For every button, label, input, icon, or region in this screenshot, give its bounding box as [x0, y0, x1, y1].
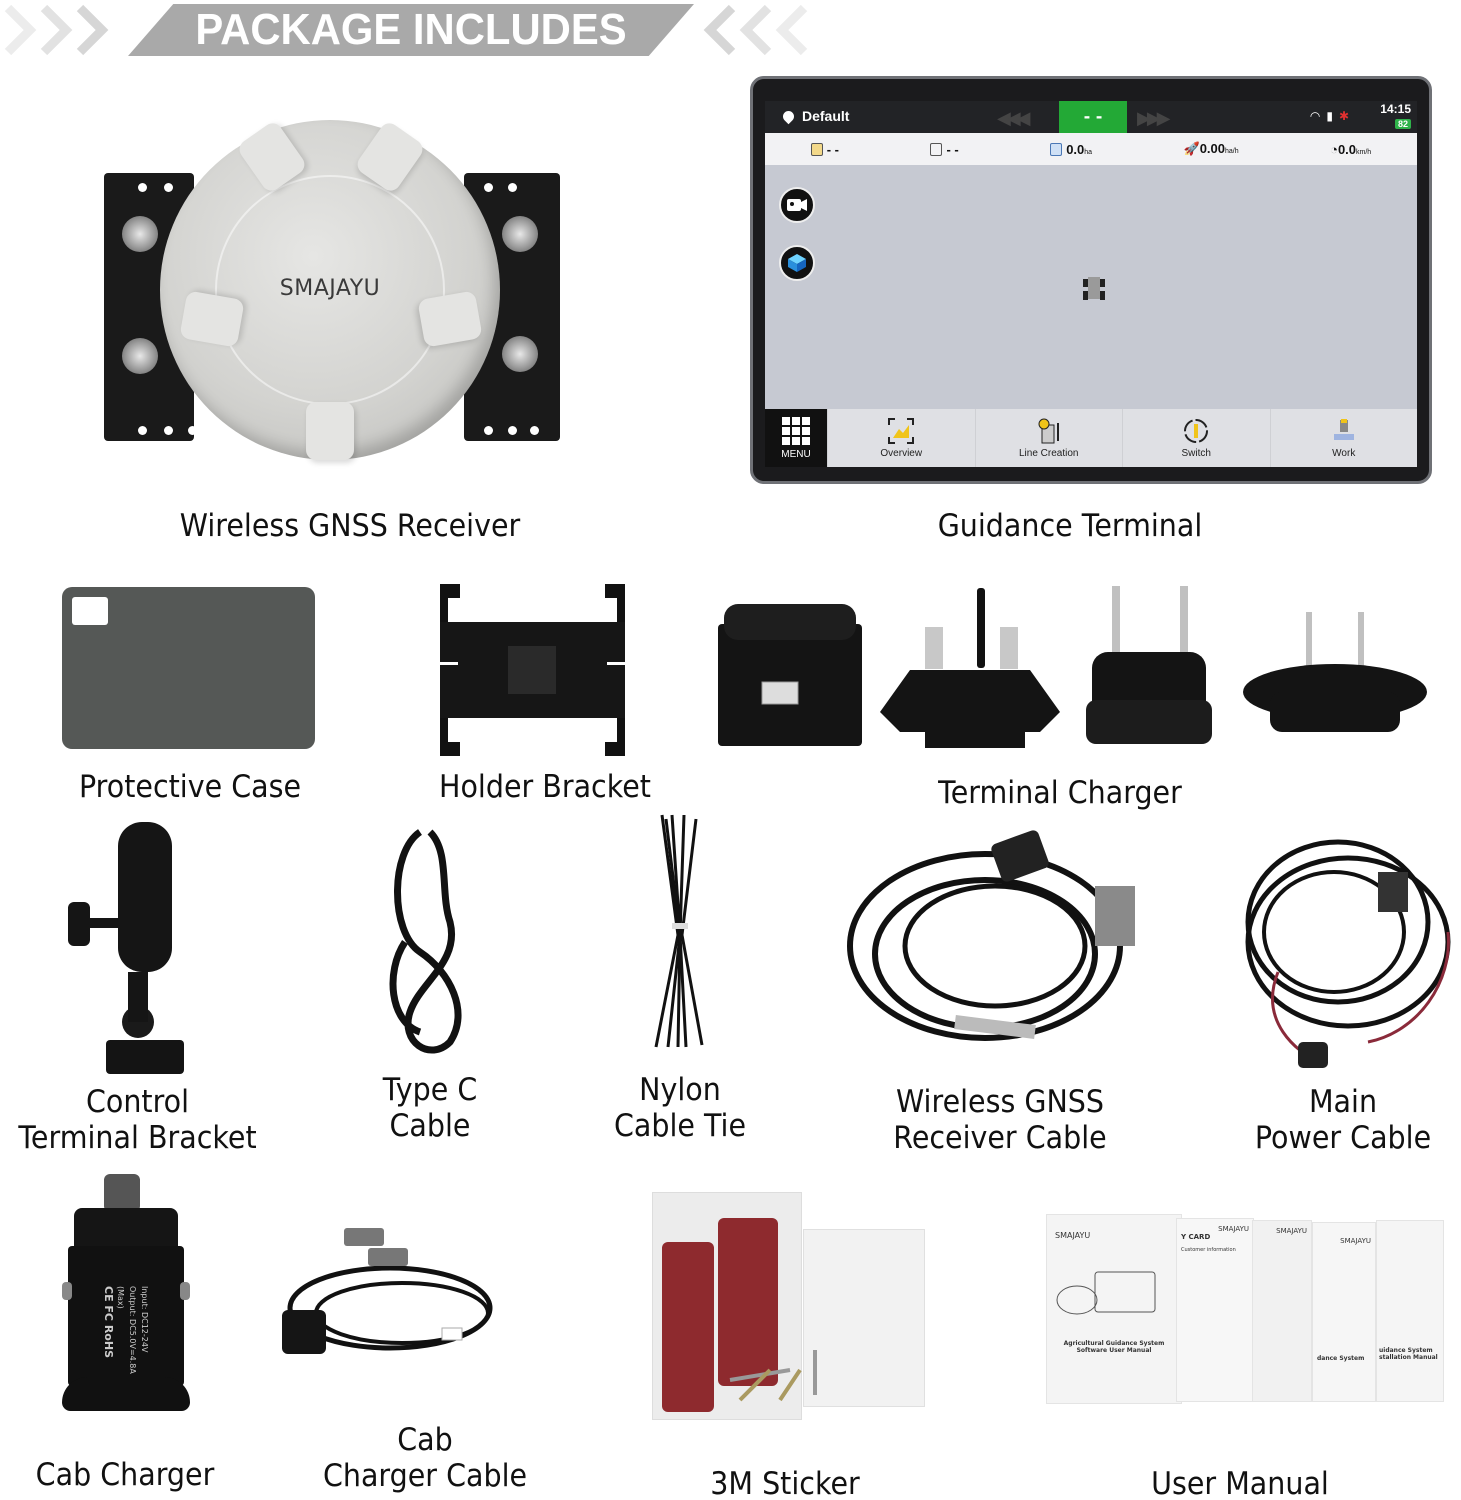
terminal-screen: Default ◀◀◀ - - ▶▶▶ ◠▮✱ 14:15 82 - - - -…	[765, 101, 1417, 467]
menu-grid-icon	[782, 416, 810, 445]
terminal-status-bar: Default ◀◀◀ - - ▶▶▶ ◠▮✱ 14:15 82	[765, 101, 1417, 133]
cab-charger-cable-image	[282, 1228, 493, 1354]
label-main-power-cable: Main Power Cable	[1254, 1084, 1432, 1156]
overview-icon	[888, 418, 915, 444]
clock-battery: 14:15 82	[1380, 102, 1411, 130]
manual-page-2: SMAJAYU Y CARD Customer information	[1176, 1218, 1254, 1402]
manual-page-4: SMAJAYU dance System	[1312, 1222, 1376, 1402]
switch-icon	[1184, 419, 1209, 443]
work-button[interactable]: Work	[1269, 409, 1418, 467]
wifi-icon: ◠	[1309, 109, 1327, 123]
menu-button[interactable]: MENU	[765, 409, 827, 467]
chevron-right-icon	[0, 4, 40, 56]
chevron-right-icon	[72, 4, 112, 56]
location-label: Default	[802, 108, 850, 124]
label-holder-bracket: Holder Bracket	[439, 769, 651, 805]
terminal-info-bar: - - - - 0.0ha 🚀0.00ha/h ◔0.0km/h	[765, 133, 1417, 165]
protective-case-image	[62, 587, 315, 749]
label-gnss-receiver-cable: Wireless GNSS Receiver Cable	[893, 1084, 1107, 1156]
overview-button[interactable]: Overview	[827, 409, 975, 467]
label-3m-sticker: 3M Sticker	[710, 1466, 860, 1500]
camera-icon	[787, 199, 807, 211]
terminal-charger-image	[718, 586, 1427, 748]
info-rate: 🚀0.00ha/h	[1183, 141, 1239, 156]
work-icon	[1333, 419, 1354, 440]
battery-level: 82	[1394, 119, 1411, 129]
holder-bracket-image	[438, 584, 627, 756]
label-protective-case: Protective Case	[78, 769, 302, 805]
manual-page-5: uidance System stallation Manual	[1376, 1220, 1444, 1402]
switch-label: Switch	[1181, 448, 1211, 459]
tractor-icon	[1083, 277, 1105, 300]
user-manual-image: SMAJAYU Agricultural Guidance System Sof…	[1046, 1214, 1444, 1404]
cab-charger-print: Input: DC12-24V Output: DC5.0V=4.8A (Max…	[102, 1286, 149, 1374]
line-creation-icon	[1038, 418, 1059, 444]
cab-charger-image: Input: DC12-24V Output: DC5.0V=4.8A (Max…	[62, 1172, 190, 1412]
chevron-left-icon	[772, 4, 812, 56]
label-wireless-gnss-receiver: Wireless GNSS Receiver	[179, 508, 521, 544]
guidance-terminal-image: Default ◀◀◀ - - ▶▶▶ ◠▮✱ 14:15 82 - - - -…	[750, 76, 1432, 484]
label-control-terminal-bracket: Control Terminal Bracket	[18, 1084, 257, 1156]
main-power-cable-image	[1245, 839, 1451, 1068]
label-cab-charger: Cab Charger	[35, 1457, 215, 1493]
3d-view-button[interactable]	[779, 245, 815, 281]
area-check-icon	[1050, 142, 1063, 156]
label-terminal-charger: Terminal Charger	[938, 775, 1182, 811]
line-creation-button[interactable]: Line Creation	[974, 409, 1123, 467]
menu-label: MENU	[781, 448, 811, 460]
speedometer-icon: ◔	[1330, 141, 1338, 157]
terminal-bottom-bar: MENU Overview Line Creation	[765, 409, 1417, 467]
cube-icon	[788, 254, 806, 272]
location-pin-icon	[780, 108, 797, 125]
gnss-receiver-image: SMAJAYU	[100, 108, 562, 460]
label-guidance-terminal: Guidance Terminal	[937, 508, 1203, 544]
location-indicator[interactable]: Default	[780, 108, 850, 125]
label-cab-charger-cable: Cab Charger Cable	[322, 1422, 528, 1494]
label-user-manual: User Manual	[1151, 1466, 1329, 1500]
steer-left-arrows-icon: ◀◀◀	[997, 108, 1030, 129]
receiver-dome: SMAJAYU	[160, 119, 500, 460]
line-creation-label: Line Creation	[1019, 448, 1079, 459]
chevron-right-icon	[36, 4, 76, 56]
3m-sticker-pad-2	[718, 1218, 778, 1386]
banner-background	[128, 4, 694, 56]
rocket-icon: 🚀	[1183, 141, 1200, 156]
type-c-cable-image	[389, 829, 462, 1054]
manual-page-1: SMAJAYU Agricultural Guidance System Sof…	[1046, 1214, 1182, 1404]
info-area: 0.0ha	[1050, 142, 1092, 157]
label-type-c-cable: Type C Cable	[382, 1072, 478, 1144]
work-label: Work	[1332, 448, 1356, 459]
steer-right-arrows-icon: ▶▶▶	[1137, 108, 1170, 129]
bluetooth-icon: ✱	[1338, 109, 1355, 123]
guidance-status: - -	[1059, 101, 1127, 133]
label-nylon-cable-tie: Nylon Cable Tie	[613, 1072, 747, 1144]
nylon-cable-tie-image	[654, 814, 704, 1048]
camera-cutout	[72, 597, 108, 625]
grid-icon	[930, 142, 943, 156]
chevron-left-icon	[736, 4, 776, 56]
field-icon	[810, 142, 823, 156]
info-speed: ◔0.0km/h	[1330, 141, 1372, 157]
chevron-left-icon	[700, 4, 740, 56]
switch-button[interactable]: Switch	[1122, 409, 1270, 467]
overview-label: Overview	[880, 448, 923, 459]
manual-page-3: SMAJAYU	[1252, 1220, 1312, 1402]
info-grid: - -	[930, 142, 959, 157]
clock-time: 14:15	[1380, 102, 1411, 116]
satellite-signal-icon: ▮	[1326, 109, 1339, 123]
signal-icons: ◠▮✱	[1310, 109, 1355, 123]
info-field: - -	[810, 142, 839, 157]
screw-bag	[803, 1229, 925, 1407]
receiver-brand-text: SMAJAYU	[279, 276, 381, 301]
camera-button[interactable]	[779, 187, 815, 223]
banner-title: PACKAGE INCLUDES	[195, 5, 627, 54]
screws-image	[729, 1350, 817, 1402]
gnss-receiver-cable-image	[847, 830, 1135, 1041]
3m-sticker-pad-1	[662, 1242, 714, 1412]
control-terminal-bracket-image	[68, 822, 184, 1074]
